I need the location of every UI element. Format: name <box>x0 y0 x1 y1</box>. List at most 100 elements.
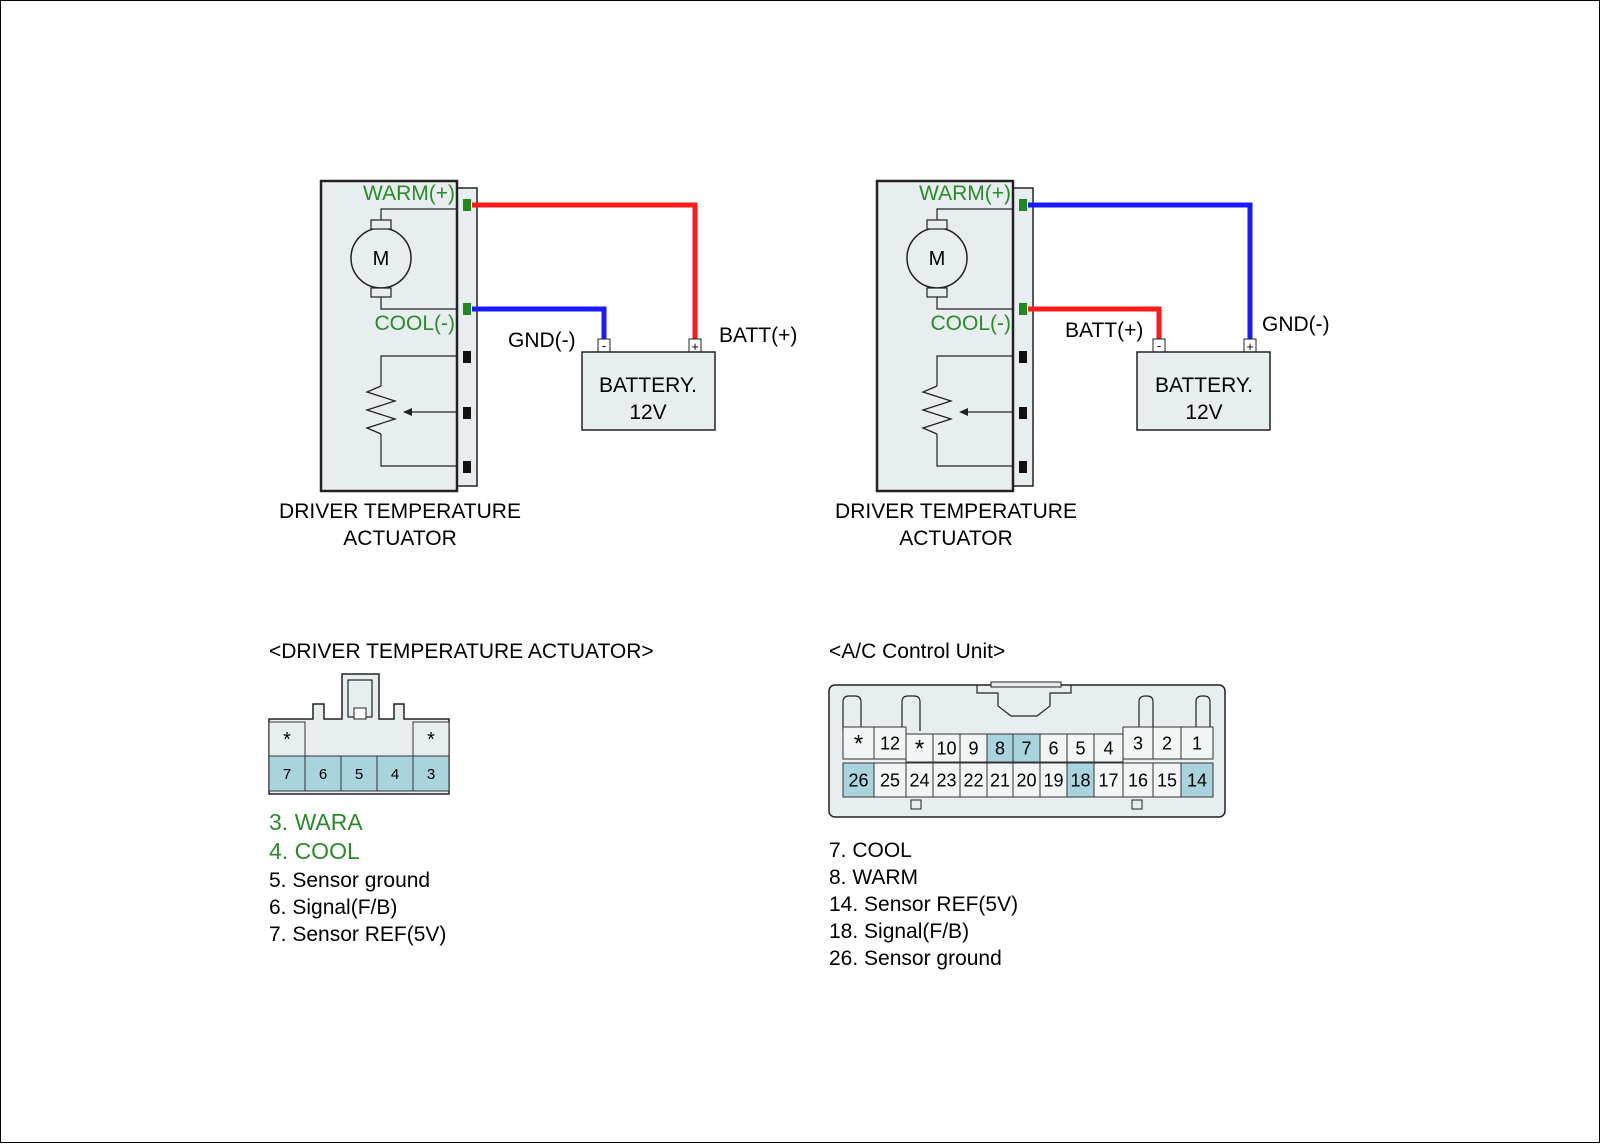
actuator-pin-6-label: 6 <box>319 766 327 783</box>
right-pin-4 <box>1019 407 1027 419</box>
ac-pin-26-label: 26 <box>848 770 868 790</box>
ac-pin-24-label: 24 <box>909 770 929 790</box>
actuator-pin-4-label: 4 <box>391 766 399 783</box>
right-pin-5 <box>1019 461 1027 473</box>
left-motor-lead-top <box>380 208 456 220</box>
right-battery-voltage: 12V <box>1185 401 1222 424</box>
ac-pin-blank-label: * <box>915 736 924 763</box>
ac-connector-guide-4 <box>1195 695 1211 731</box>
ac-pin-7-cell <box>1012 733 1041 763</box>
left-pin-5 <box>463 461 471 473</box>
actuator-top-pin-cell <box>268 721 306 757</box>
right-blue-wire <box>1028 202 1253 339</box>
ac-pin-15-cell <box>1152 762 1182 798</box>
actuator-connector-title: <DRIVER TEMPERATURE ACTUATOR> <box>269 640 654 663</box>
actuator-legend-sensor-ground: 5. Sensor ground <box>269 869 430 892</box>
ac-pin-12-label: 12 <box>880 733 900 753</box>
ac-connector-foot-left <box>910 799 922 810</box>
ac-pin-12-cell <box>873 726 907 760</box>
right-motor-brush-top <box>926 219 948 230</box>
ac-pin-4-label: 4 <box>1103 738 1113 758</box>
left-warm-label: WARM(+) <box>363 182 455 205</box>
right-motor-lead-bottom <box>936 297 1012 310</box>
left-motor-brush-bottom <box>370 287 392 298</box>
left-pin-4 <box>463 407 471 419</box>
right-batt-label: BATT(+) <box>1065 319 1143 342</box>
ac-pin-19-cell <box>1039 762 1068 798</box>
actuator-legend-signal: 6. Signal(F/B) <box>269 896 397 919</box>
ac-connector-title: <A/C Control Unit> <box>829 640 1005 663</box>
ac-pin-8-label: 8 <box>995 738 1005 758</box>
left-cool-label: COOL(-) <box>375 312 456 335</box>
actuator-legend-sensor-ref: 7. Sensor REF(5V) <box>269 923 446 946</box>
actuator-pin-5-label: 5 <box>355 766 363 783</box>
ac-pin-25-cell <box>873 762 907 798</box>
ac-connector-foot-right <box>1131 799 1143 810</box>
left-resistor-icon <box>364 385 398 435</box>
left-wiper-arrow-icon <box>403 408 412 416</box>
ac-pin-7-label: 7 <box>1021 738 1031 758</box>
right-actuator-body <box>875 179 1015 493</box>
actuator-connector-bottom-row: 7 6 5 4 3 <box>268 755 450 792</box>
right-circuit: M WARM(+) COOL(-) - + BATTERY. 12V BATT(… <box>835 179 1330 550</box>
ac-pin-blank-cell <box>905 733 934 763</box>
ac-pin-17-cell <box>1093 762 1124 798</box>
right-gnd-label: GND(-) <box>1262 313 1330 336</box>
ac-connector-guide-3 <box>1138 695 1154 731</box>
left-battery <box>581 351 716 431</box>
ac-legend-signal: 18. Signal(F/B) <box>829 920 969 943</box>
left-pot-lead-top <box>380 355 456 386</box>
left-pin-warm <box>463 199 471 211</box>
ac-pin-18-label: 18 <box>1070 770 1090 790</box>
right-motor-label: M <box>929 248 946 270</box>
right-caption-line1: DRIVER TEMPERATURE <box>835 500 1077 523</box>
ac-pin-23-label: 23 <box>936 770 956 790</box>
ac-legend-sensor-ground: 26. Sensor ground <box>829 947 1002 970</box>
left-battery-neg-sign: - <box>602 338 606 353</box>
left-battery-voltage: 12V <box>629 401 666 424</box>
right-pot-lead-bottom <box>936 434 1012 467</box>
ac-pin-20-label: 20 <box>1016 770 1036 790</box>
left-pin-3 <box>463 351 471 363</box>
ac-pin-19-label: 19 <box>1043 770 1063 790</box>
right-cool-label: COOL(-) <box>931 312 1012 335</box>
left-blue-wire <box>472 306 607 339</box>
actuator-top-pin-label: * <box>283 729 291 751</box>
right-pin-warm <box>1019 199 1027 211</box>
left-gnd-label: GND(-) <box>508 329 576 352</box>
right-caption-line2: ACTUATOR <box>899 527 1013 550</box>
actuator-top-pin-label: * <box>427 729 435 751</box>
ac-legend-warm: 8. WARM <box>829 866 918 889</box>
actuator-pin-7-label: 7 <box>283 766 291 783</box>
actuator-pin-3-label: 3 <box>427 766 435 783</box>
actuator-pin-6-cell <box>304 755 342 792</box>
left-battery-pos-sign: + <box>691 339 699 354</box>
ac-pin-10-label: 10 <box>936 738 956 758</box>
actuator-connector-latch-window <box>353 707 367 720</box>
ac-pin-blank-cell <box>842 726 875 760</box>
ac-pin-17-label: 17 <box>1098 770 1118 790</box>
left-motor-lead-bottom <box>380 297 456 310</box>
actuator-pin-3-cell <box>412 755 450 792</box>
ac-legend-sensor-ref: 14. Sensor REF(5V) <box>829 893 1018 916</box>
ac-pin-26-cell <box>842 762 875 798</box>
left-pin-cool <box>463 303 471 315</box>
ac-pin-16-label: 16 <box>1128 770 1148 790</box>
ac-pin-25-label: 25 <box>880 770 900 790</box>
ac-pin-21-label: 21 <box>990 770 1010 790</box>
ac-pin-1-label: 1 <box>1192 733 1202 753</box>
left-circuit: M WARM(+) COOL(-) - + BATTERY. 12V GND(-… <box>279 179 797 550</box>
actuator-pin-4-cell <box>376 755 414 792</box>
ac-pin-9-label: 9 <box>968 738 978 758</box>
ac-connector-key <box>976 685 1072 717</box>
ac-pin-2-label: 2 <box>1162 733 1172 753</box>
left-pot-lead-bottom <box>380 434 456 467</box>
right-pin-cool <box>1019 303 1027 315</box>
ac-pin-14-label: 14 <box>1187 770 1207 790</box>
ac-pin-3-label: 3 <box>1133 733 1143 753</box>
right-pin-3 <box>1019 351 1027 363</box>
